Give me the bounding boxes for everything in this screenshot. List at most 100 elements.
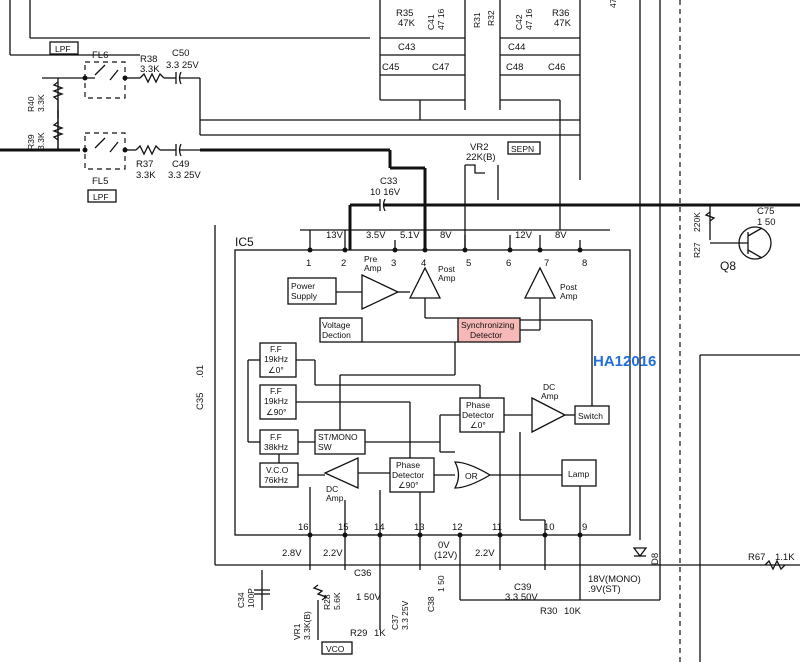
r28-label: R28 [322, 594, 332, 610]
c41-value: 47 16 [436, 8, 446, 30]
ic5-label: IC5 [235, 235, 254, 249]
top-capacitor-bank: R35 47K C41 47 16 R31 R32 C42 47 16 R36 … [200, 0, 581, 230]
r37-value: 3.3K [136, 170, 156, 181]
pin-v-8: 8V [440, 230, 452, 241]
q8-label: Q8 [720, 259, 736, 273]
post-amp-2-l2: Amp [560, 291, 578, 301]
pin-12: 12 [452, 522, 463, 533]
c46-label: C46 [548, 62, 565, 73]
c33: C33 10 16V [348, 176, 800, 250]
r37-c49: R37 3.3K C49 3.3 25V [125, 143, 201, 181]
r67-label: R67 [748, 552, 765, 563]
pin-10: 10 [544, 522, 555, 533]
pin-v-12: 12V [515, 230, 533, 241]
c36-label: C36 [354, 568, 371, 579]
r32-label: R32 [486, 10, 496, 26]
pd0-l1: Phase [466, 400, 490, 410]
post-amp-1-l1: Post [438, 264, 456, 274]
d8-label: D8 [650, 553, 661, 565]
c41-label: C41 [426, 14, 436, 30]
fl5-label: FL5 [92, 176, 108, 187]
r27-value: 220K [692, 212, 702, 232]
top-right-value: 47 [608, 0, 618, 8]
fl5-filter: FL5 LPF [82, 132, 128, 203]
power-supply-l2: Supply [291, 291, 318, 301]
dca1-l1: DC [326, 484, 338, 494]
post-amp-1-l2: Amp [438, 273, 456, 283]
pd90-l2: Detector [392, 470, 424, 480]
phase-detector-0-block: Phase Detector ∠0° [459, 397, 505, 433]
r38-c50: R38 3.3K C50 3.3 25V [125, 48, 580, 136]
pin-3: 3 [391, 258, 396, 269]
pin-v-12b: (12V) [434, 550, 457, 561]
ff3-l1: F.F [270, 432, 282, 442]
c44-label: C44 [508, 42, 525, 53]
c39-value: 3.3 50V [505, 592, 538, 603]
c75-value: 1 50 [757, 217, 776, 228]
r30-label: R30 [540, 606, 557, 617]
c48-label: C48 [506, 62, 523, 73]
pd0-l2: Detector [462, 410, 494, 420]
c37-label: C37 [390, 614, 400, 630]
r39-value: 3.3K [36, 132, 46, 150]
pin-11: 11 [492, 522, 502, 533]
pin-v-5_1: 5.1V [400, 230, 420, 241]
stm-l1: ST/MONO [318, 432, 358, 442]
lpf-text-top: LPF [55, 44, 71, 54]
pin-16: 16 [298, 522, 309, 533]
c37-value: 3.3 25V [400, 600, 410, 630]
r38-label: R38 [140, 54, 157, 65]
ff1-l1: F.F [270, 344, 282, 354]
lamp-text: Lamp [568, 469, 590, 479]
pin-4: 4 [421, 258, 426, 269]
c50-value: 3.3 25V [166, 60, 199, 71]
c50-label: C50 [172, 48, 189, 59]
r29-label: R29 [350, 628, 367, 639]
pin-7: 7 [544, 258, 549, 269]
internal-wiring [247, 319, 593, 535]
pin-v-2_8: 2.8V [282, 548, 302, 559]
c34-value: 100P [246, 588, 256, 608]
right-side: R27 220K C75 1 50 Q8 47 [608, 0, 800, 662]
pin-1: 1 [306, 258, 311, 269]
vr2-value: 22K(B) [466, 152, 496, 163]
pin-2: 2 [341, 258, 346, 269]
dca2-l1: DC [543, 382, 555, 392]
c43-label: C43 [398, 42, 415, 53]
note-st: .9V(ST) [588, 584, 621, 595]
ff-19k-0-block: F.F 19kHz ∠0° [259, 342, 297, 378]
or-text: OR [465, 471, 478, 481]
pin-15: 15 [338, 522, 349, 533]
lamp-block: Lamp [561, 459, 597, 487]
r28-value: 5.6K [332, 592, 342, 610]
ff-19k-90-block: F.F 19kHz ∠90° [259, 384, 297, 420]
r29-value: 1K [374, 628, 386, 639]
c45-label: C45 [382, 62, 399, 73]
c33-value: 10 16V [370, 187, 401, 198]
pin-9: 9 [582, 522, 587, 533]
d8-r67: D8 R67 1.1K [632, 547, 800, 571]
r35-label: R35 [396, 8, 413, 19]
r36-label: R36 [552, 8, 569, 19]
vr1-value: 3.3K(B) [302, 611, 312, 640]
pre-amp-l1: Pre [364, 254, 378, 264]
r40-label: R40 [26, 96, 36, 112]
c33-label: C33 [380, 176, 397, 187]
vr2-label: VR2 [470, 142, 488, 153]
switch-block: Switch [574, 405, 610, 425]
c35: C35 .01 [195, 365, 206, 410]
pin-v-2_2a: 2.2V [323, 548, 343, 559]
c38-label: C38 [426, 596, 436, 612]
pd0-l3: ∠0° [470, 420, 486, 430]
ff1-l2: 19kHz [264, 354, 288, 364]
vco-l2: 76kHz [264, 475, 288, 485]
ff3-l2: 38kHz [264, 442, 288, 452]
pre-amp-l2: Amp [364, 263, 382, 273]
vr1-label: VR1 [292, 623, 302, 640]
c75-label: C75 [757, 206, 774, 217]
switch-text: Switch [578, 411, 603, 421]
r31-label: R31 [472, 12, 482, 28]
pin-v-13: 13V [326, 230, 344, 241]
st-mono-block: ST/MONO SW [314, 429, 366, 455]
